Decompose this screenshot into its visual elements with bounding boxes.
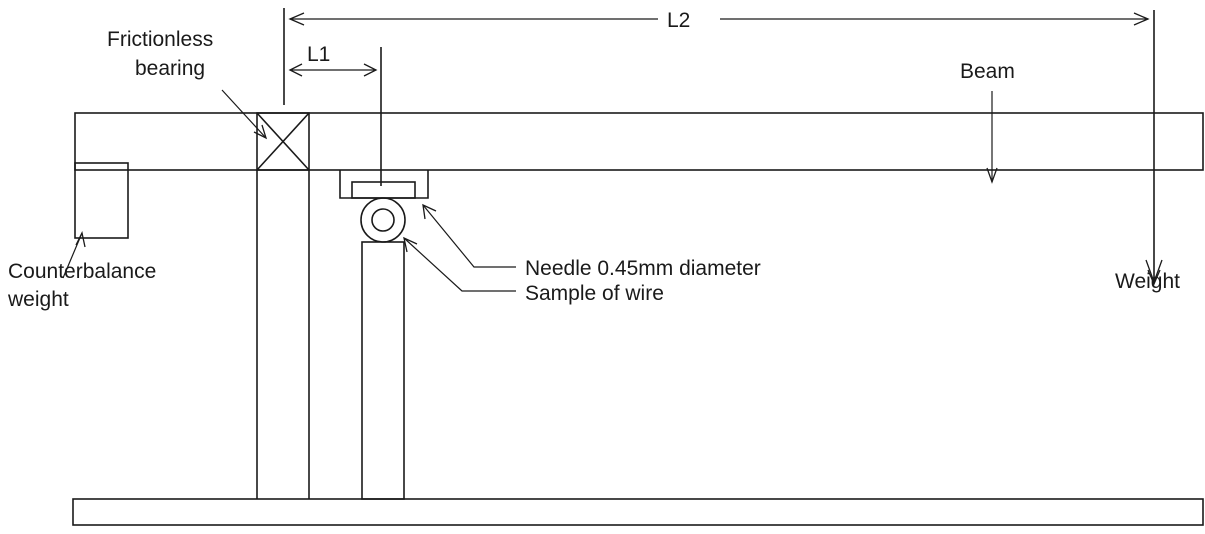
- sample-leader-arrow: [403, 236, 418, 253]
- bearing-cross-line: [256, 112, 310, 171]
- bearing-box: [256, 112, 310, 171]
- l2-dimension: L2: [283, 8, 1150, 50]
- base-plate: [72, 498, 1204, 526]
- sample-support-post: [361, 241, 405, 500]
- counterbalance-callout: Counterbalance weight: [7, 231, 156, 311]
- weight-force: Weight: [1115, 10, 1180, 293]
- needle-callout: Needle 0.45mm diameter: [422, 203, 761, 280]
- bearing-label-line2: bearing: [135, 57, 205, 80]
- beam-callout: Beam: [960, 60, 1015, 184]
- l1-dimension: L1: [283, 43, 382, 186]
- l2-label: L2: [667, 9, 690, 32]
- l1-label: L1: [307, 43, 330, 66]
- beam-arrow-head: [986, 167, 998, 184]
- needle-label: Needle 0.45mm diameter: [525, 257, 761, 280]
- bearing-support-post: [256, 170, 310, 499]
- bearing-leader-line: [221, 89, 267, 139]
- weight-label: Weight: [1115, 270, 1180, 293]
- sample-leader-line: [403, 237, 516, 292]
- beam: [74, 112, 1204, 171]
- counterbalance-label-line1: Counterbalance: [8, 260, 156, 283]
- weight-arrow-head-inner: [1147, 269, 1161, 286]
- needle-leader-arrow: [422, 203, 437, 220]
- bearing-callout: Frictionless bearing: [107, 28, 268, 140]
- counterbalance-leader-arrow: [75, 231, 86, 248]
- counterbalance-label-line2: weight: [7, 288, 69, 311]
- sample-callout: Sample of wire: [403, 236, 664, 305]
- l1-arrow-right: [363, 63, 378, 77]
- l1-arrow-left: [288, 63, 303, 77]
- weight-arrow-head: [1145, 259, 1163, 284]
- l2-arrow-right: [1133, 12, 1150, 26]
- bearing-leader-arrow: [253, 124, 268, 140]
- frictionless-bearing: [256, 112, 310, 171]
- bearing-label-line1: Frictionless: [107, 28, 213, 51]
- needle: [351, 181, 416, 199]
- counterbalance-weight: [74, 162, 129, 239]
- l2-arrow-left: [288, 12, 305, 26]
- wire-sample: [360, 197, 406, 243]
- beam-label: Beam: [960, 60, 1015, 83]
- sample-label: Sample of wire: [525, 282, 664, 305]
- needle-leader-line: [422, 204, 516, 268]
- needle-holder: [339, 170, 429, 199]
